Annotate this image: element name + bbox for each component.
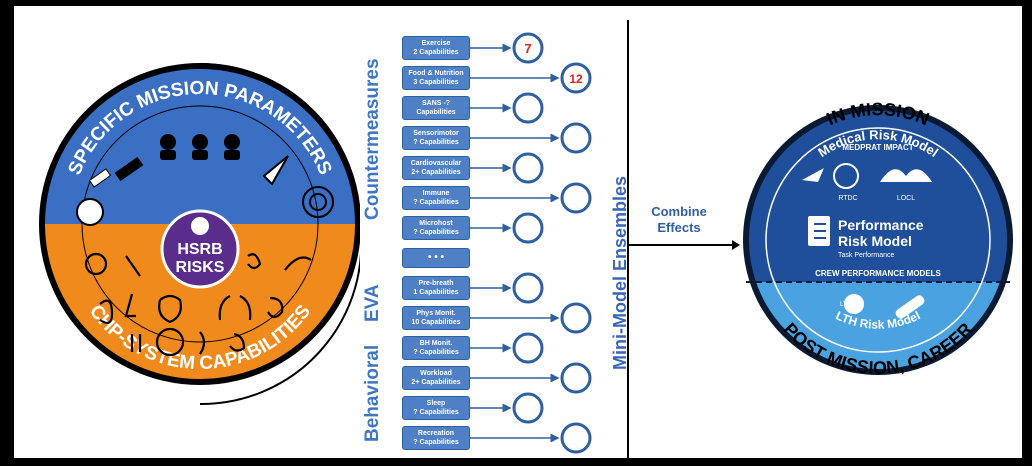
brain-icon	[155, 327, 185, 357]
frame-border-left	[0, 0, 14, 466]
post-mission-half	[746, 282, 1010, 372]
moon-icon	[76, 198, 104, 226]
stomach-icon	[267, 296, 284, 319]
mini-model-ensemble-graphics: 7 12	[470, 20, 629, 466]
astronaut-icons	[160, 134, 240, 160]
model-orbit	[765, 127, 991, 353]
hsrb-label: HSRB	[177, 241, 222, 258]
left-bracket	[199, 63, 360, 406]
lungs-icon	[218, 295, 252, 321]
risks-label: RISKS	[176, 259, 225, 276]
frame-border-top	[0, 0, 1032, 6]
hsrb-risks-circle: SPECIFIC MISSION PARAMETERS CHP-SYSTEM C…	[39, 63, 360, 406]
nutrition-model-count: 12	[569, 72, 583, 86]
wings-icon	[880, 169, 932, 182]
risk-model-label: Risk Model	[838, 233, 912, 249]
bone-icon	[125, 255, 141, 277]
capability-box-sleep: Sleep? Capabilities	[402, 396, 470, 420]
muscle-icon	[284, 256, 312, 271]
kidney-icon	[247, 253, 262, 270]
rtdc-label: RTDC	[838, 195, 857, 202]
risk-model-circle: IN MISSION Medical Risk Model MEDPRAT IM…	[743, 99, 1013, 378]
teeth-icon	[130, 334, 142, 352]
nose-icon	[124, 293, 136, 318]
combine-arrow	[628, 240, 740, 250]
behavioral-label: Behavioral	[362, 344, 383, 442]
performance-label: Performance	[838, 217, 924, 233]
locl-label: LOCL	[897, 195, 915, 202]
joint-icon	[199, 331, 206, 355]
astronaut-icon	[844, 294, 864, 314]
ear-icon	[99, 299, 114, 324]
astronaut-badge-icon	[191, 217, 209, 235]
capability-arrows	[470, 43, 560, 443]
mission-parameters-half	[42, 66, 358, 224]
eva-label: EVA	[362, 284, 383, 322]
crew-performance-models-label: CREW PERFORMANCE MODELS	[815, 269, 941, 278]
capability-box-sans: SANS -?Capabilities	[402, 96, 470, 120]
combine-effects-label: Combine Effects	[651, 204, 707, 235]
mini-model-circles	[512, 32, 592, 454]
exercise-model-count: 7	[524, 41, 531, 56]
organ-icons	[84, 252, 312, 357]
bandage-icon	[895, 295, 925, 319]
capability-box-phys-monit: Phys Monit.10 Capabilities	[402, 306, 470, 330]
lth-label: LTH	[840, 302, 851, 308]
frame-border-right	[1022, 0, 1032, 466]
rocket-icon	[262, 155, 289, 186]
task-performance-label: Task Performance	[838, 252, 895, 259]
capability-box-recreation: Recreation? Capabilities	[402, 426, 470, 450]
earth-icon	[833, 163, 859, 189]
capability-box-ellipsis: • • •	[402, 248, 470, 268]
medprat-label: MEDPRAT IMPACT	[842, 143, 913, 152]
capability-box-immune: Immune? Capabilities	[402, 186, 470, 210]
frame-border-bottom	[0, 458, 1032, 466]
rocket-icon	[802, 168, 824, 182]
capability-box-bh-monit: BH Monit.? Capabilities	[402, 336, 470, 360]
hsrb-risks-badge	[160, 209, 240, 289]
countermeasures-label: Countermeasures	[362, 58, 383, 220]
heart-icon	[158, 294, 182, 324]
orbit-icon	[302, 186, 334, 218]
satellite-icon	[88, 156, 144, 188]
eye-icon	[84, 252, 108, 276]
capability-box-microhost: Microhost? Capabilities	[402, 216, 470, 240]
capability-box-sensorimotor: Sensorimotor? Capabilities	[402, 126, 470, 150]
thyroid-icon	[229, 332, 246, 352]
ensemble-bracket	[627, 20, 629, 466]
clipboard-icon	[808, 216, 830, 246]
